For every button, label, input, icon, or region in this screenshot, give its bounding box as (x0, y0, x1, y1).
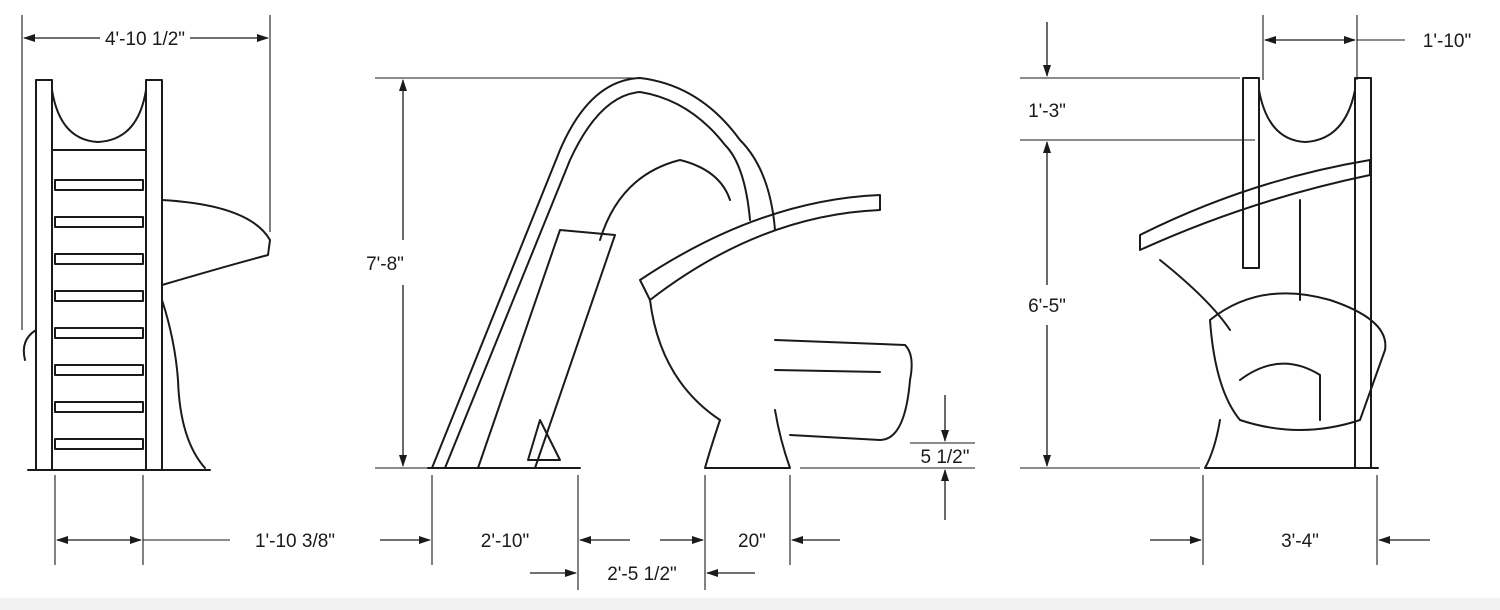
ladder-rung (54, 216, 144, 228)
ladder-rung (54, 401, 144, 413)
back-dimensions: 1'-10" 1'-3" 6'-5" 3'-4" (1020, 15, 1471, 565)
front-dimensions: 4'-10 1/2" 1'-10 3/8" (21, 15, 335, 565)
ladder-rung (54, 364, 144, 376)
dim-exit-height: 5 1/2" (920, 447, 969, 468)
dim-ladder-width: 1'-10 3/8" (255, 531, 335, 552)
ladder-rung (54, 327, 144, 339)
front-view: 4'-10 1/2" 1'-10 3/8" (21, 15, 335, 565)
dim-ladder-base: 2'-10" (481, 531, 529, 552)
ladder-rung (54, 179, 144, 191)
front-ladder (22, 79, 271, 471)
dim-height: 7'-8" (366, 254, 404, 275)
ladder-rung (54, 290, 144, 302)
dim-overall-width: 4'-10 1/2" (105, 29, 185, 50)
back-slide (1139, 77, 1387, 469)
back-view: 1'-10" 1'-3" 6'-5" 3'-4" (1020, 15, 1471, 565)
side-slide (427, 77, 913, 469)
ladder-rung (54, 438, 144, 450)
side-view: 7'-8" 2'-10" 2'-5 1/2" 20" 5 1/2" (366, 77, 975, 590)
dim-lower-height: 6'-5" (1028, 296, 1066, 317)
ladder-rung (54, 253, 144, 265)
dim-base-depth: 3'-4" (1281, 531, 1319, 552)
side-dimensions: 7'-8" 2'-10" 2'-5 1/2" 20" 5 1/2" (366, 77, 975, 590)
dim-top-section: 1'-3" (1028, 101, 1066, 122)
bottom-strip (0, 598, 1500, 610)
dim-rail-width: 1'-10" (1423, 31, 1471, 52)
dim-gap: 2'-5 1/2" (607, 564, 677, 585)
dim-base-width: 20" (738, 531, 766, 552)
